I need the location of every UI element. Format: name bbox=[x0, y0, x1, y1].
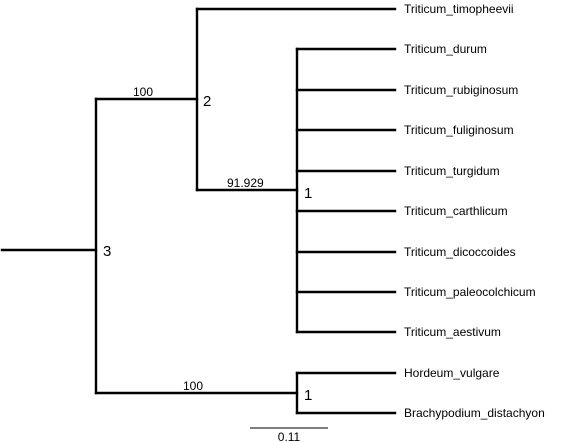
taxon-label: Triticum_rubiginosum bbox=[404, 83, 518, 97]
taxon-label: Brachypodium_distachyon bbox=[404, 406, 545, 420]
taxon-label: Triticum_timopheevii bbox=[404, 2, 514, 16]
support-value: 100 bbox=[133, 85, 153, 99]
taxon-label: Triticum_fuliginosum bbox=[404, 123, 514, 137]
node-number: 1 bbox=[304, 185, 312, 202]
node-number: 2 bbox=[203, 93, 211, 110]
taxon-label: Triticum_durum bbox=[404, 42, 487, 56]
scale-bar-label: 0.11 bbox=[278, 430, 301, 442]
support-value: 91.929 bbox=[227, 176, 264, 190]
taxon-label: Triticum_turgidum bbox=[404, 164, 500, 178]
taxon-label: Triticum_dicoccoides bbox=[404, 245, 516, 259]
node-number: 3 bbox=[103, 243, 111, 260]
taxon-label: Hordeum_vulgare bbox=[404, 366, 500, 380]
taxon-label: Triticum_paleocolchicum bbox=[404, 285, 536, 299]
node-number: 1 bbox=[304, 387, 312, 404]
taxon-label: Triticum_aestivum bbox=[404, 325, 501, 339]
support-value: 100 bbox=[183, 379, 203, 393]
taxon-label: Triticum_carthlicum bbox=[404, 204, 508, 218]
